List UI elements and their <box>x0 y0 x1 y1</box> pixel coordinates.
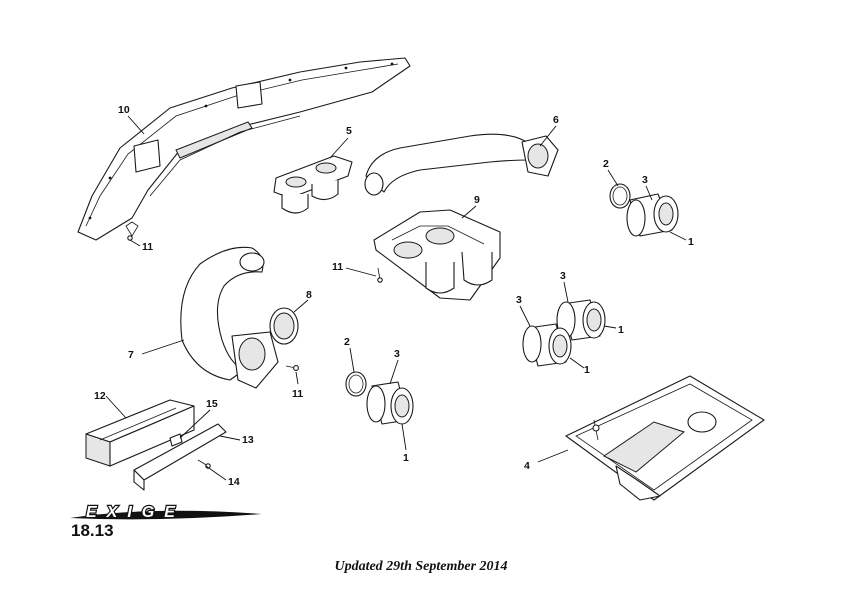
part-14-screw <box>197 459 211 469</box>
callout-1-mid-upper: 1 <box>618 324 624 336</box>
callout-8: 8 <box>306 289 312 301</box>
part-4-floor-panel <box>565 375 765 501</box>
exige-logo: EXIGE <box>70 503 262 522</box>
part-11-screw-upper <box>127 235 133 241</box>
part-11-screw-mid <box>377 267 383 283</box>
callout-15: 15 <box>206 398 218 410</box>
part-3-1-vent-nozzle-upper <box>626 193 679 237</box>
part-12-filter-element <box>85 399 195 467</box>
part-5-twin-outlet-housing <box>273 155 353 214</box>
part-3-1-vent-nozzle-mid-upper <box>556 299 606 341</box>
callout-labels: 10 11 5 6 2 3 1 9 11 8 7 11 3 1 3 1 2 3 … <box>94 104 694 488</box>
callout-4: 4 <box>524 460 530 472</box>
part-7-curved-air-duct <box>180 246 279 389</box>
callout-14: 14 <box>228 476 240 488</box>
callout-3-lower: 3 <box>394 348 400 360</box>
callout-9: 9 <box>474 194 480 206</box>
part-9-lower-housing <box>373 209 501 301</box>
callout-13: 13 <box>242 434 254 446</box>
callout-3-mid-lower: 3 <box>516 294 522 306</box>
callout-5: 5 <box>346 125 352 137</box>
callout-1-upper: 1 <box>688 236 694 248</box>
part-3-1-vent-nozzle-mid-lower <box>522 323 572 367</box>
callout-11-upper: 11 <box>142 241 153 253</box>
part-13-filter-cover <box>133 423 227 491</box>
callout-6: 6 <box>553 114 559 126</box>
callout-2-upper: 2 <box>603 158 609 170</box>
part-2-o-ring-upper <box>609 183 631 209</box>
callout-3-upper: 3 <box>642 174 648 186</box>
part-10-fascia-duct-panel <box>77 57 411 241</box>
part-15-clip <box>169 433 183 447</box>
callout-12: 12 <box>94 390 106 402</box>
callout-1-mid-lower: 1 <box>584 364 590 376</box>
callout-10: 10 <box>118 104 130 116</box>
callout-1-lower: 1 <box>403 452 409 464</box>
callout-leaders <box>105 115 687 481</box>
callout-7: 7 <box>128 349 134 361</box>
svg-text:EXIGE: EXIGE <box>86 504 185 521</box>
section-number: 18.13 <box>71 521 114 540</box>
part-3-1-vent-nozzle-lower <box>366 381 414 425</box>
part-8-sealing-ring <box>269 307 299 345</box>
callout-2-lower: 2 <box>344 336 350 348</box>
callout-11-lower: 11 <box>292 388 303 400</box>
callout-3-mid-upper: 3 <box>560 270 566 282</box>
part-11-screw-lower <box>285 365 299 371</box>
callout-11-mid: 11 <box>332 261 343 273</box>
update-date-note: Updated 29th September 2014 <box>334 559 508 574</box>
part-6-hose <box>364 133 559 196</box>
part-2-o-ring-lower <box>345 371 367 397</box>
